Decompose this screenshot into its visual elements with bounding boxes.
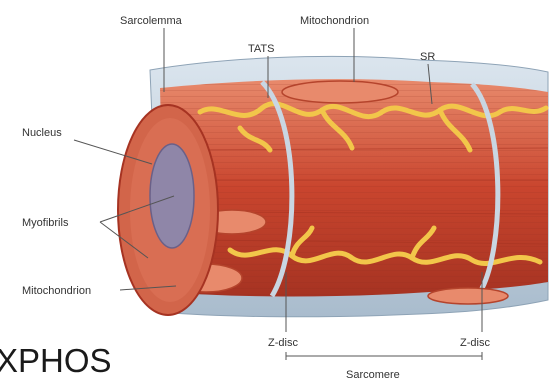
label-sarcolemma: Sarcolemma [120, 15, 183, 27]
label-mitochondrion-top: Mitochondrion [300, 15, 369, 27]
label-z-disc-left: Z-disc [268, 337, 298, 349]
mitochondrion-top [282, 81, 398, 103]
mitochondrion-lower-right [428, 288, 508, 304]
label-z-disc-right: Z-disc [460, 337, 490, 349]
label-mitochondrion-bottom: Mitochondrion [22, 285, 91, 297]
caption-text: XPHOS [0, 342, 112, 379]
label-myofibrils: Myofibrils [22, 217, 69, 229]
nucleus [150, 144, 194, 248]
label-sr: SR [420, 51, 435, 63]
label-nucleus: Nucleus [22, 127, 62, 139]
label-sarcomere: Sarcomere [346, 369, 400, 381]
label-tats: TATS [248, 43, 274, 55]
